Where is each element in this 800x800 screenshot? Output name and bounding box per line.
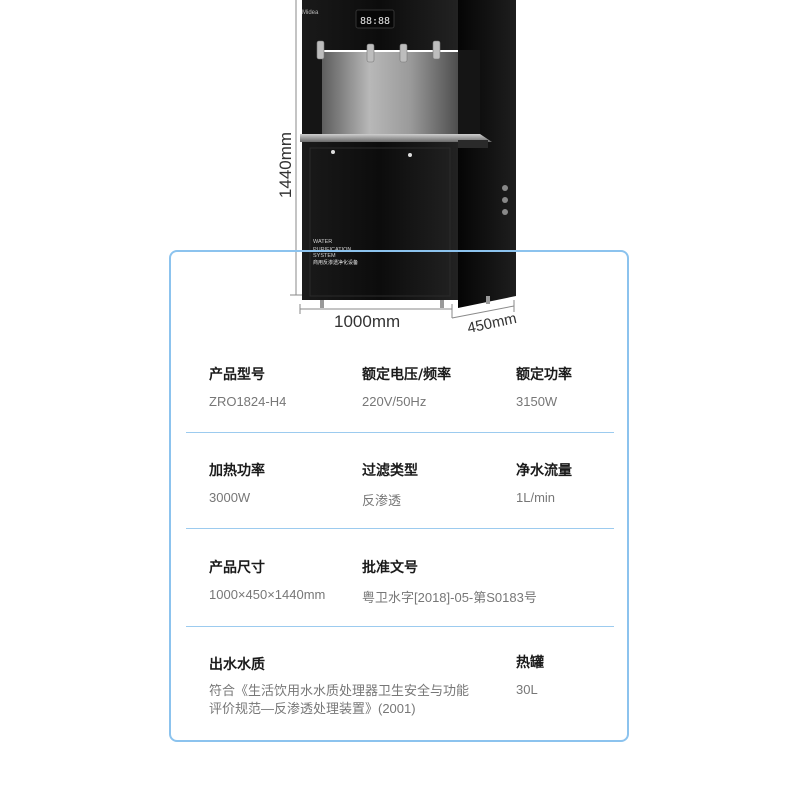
spec-value: 3000W xyxy=(209,490,251,505)
spec-label: 热罐 xyxy=(516,655,544,671)
spec-heating-power: 加热功率 3000W xyxy=(209,460,265,505)
spec-card xyxy=(169,250,629,742)
spec-value: 30L xyxy=(516,682,538,697)
steel-back-panel xyxy=(322,52,458,134)
spec-label: 额定电压/频率 xyxy=(362,367,452,383)
product-illustration: 88:88 Midea WATER PURIFICATION SYSTEM 商用… xyxy=(0,0,800,340)
spec-label: 净水流量 xyxy=(516,463,572,479)
display-panel xyxy=(355,9,395,29)
row-divider xyxy=(186,432,614,433)
spec-rated-power: 额定功率 3150W xyxy=(516,364,572,409)
spec-flow-rate: 净水流量 1L/min xyxy=(516,460,572,505)
spec-label: 产品尺寸 xyxy=(209,560,265,576)
spec-value: ZRO1824-H4 xyxy=(209,394,287,409)
height-dimension-label: 1440mm xyxy=(276,131,295,199)
display-readout: 88:88 xyxy=(360,16,390,27)
spec-model: 产品型号 ZRO1824-H4 xyxy=(209,364,286,409)
dimension-lines xyxy=(290,0,515,319)
spec-label: 批准文号 xyxy=(362,560,418,576)
lower-cabinet xyxy=(302,142,458,300)
spec-value: 220V/50Hz xyxy=(362,394,427,409)
brand-logo: Midea xyxy=(302,10,319,16)
spec-label: 产品型号 xyxy=(209,367,265,383)
spec-label: 加热功率 xyxy=(209,463,265,479)
faucets-group xyxy=(316,40,441,63)
spec-label: 额定功率 xyxy=(516,367,572,383)
water-dispenser-image: 88:88 Midea WATER PURIFICATION SYSTEM 商用… xyxy=(290,0,516,319)
spec-approval-number: 批准文号 粤卫水字[2018]-05-第S0183号 xyxy=(362,557,537,606)
spec-value: 1000×450×1440mm xyxy=(209,587,326,602)
spec-hot-tank: 热罐 30L xyxy=(516,652,544,697)
spec-value: 3150W xyxy=(516,394,558,409)
panel-text-3: SYSTEM xyxy=(313,253,336,259)
spec-product-size: 产品尺寸 1000×450×1440mm xyxy=(209,557,325,602)
panel-text-1: WATER xyxy=(313,239,332,245)
spec-water-quality: 出水水质 符合《生活饮用水水质处理器卫生安全与功能评价规范—反渗透处理装置》(2… xyxy=(209,654,479,718)
row-divider xyxy=(186,528,614,529)
spec-filter-type: 过滤类型 反渗透 xyxy=(362,460,418,509)
panel-text-cn: 商用反渗透净化设备 xyxy=(313,259,358,266)
spec-voltage: 额定电压/频率 220V/50Hz xyxy=(362,364,451,409)
row-divider xyxy=(186,626,614,627)
spec-value: 反渗透 xyxy=(362,493,402,508)
spec-value: 粤卫水字[2018]-05-第S0183号 xyxy=(362,590,537,605)
spec-label: 出水水质 xyxy=(209,657,265,673)
spec-value: 符合《生活饮用水水质处理器卫生安全与功能评价规范—反渗透处理装置》(2001) xyxy=(209,683,470,716)
spec-value: 1L/min xyxy=(516,490,556,505)
drip-tray xyxy=(300,134,492,142)
width-dimension-label: 1000mm xyxy=(334,312,401,331)
spec-label: 过滤类型 xyxy=(362,463,418,479)
